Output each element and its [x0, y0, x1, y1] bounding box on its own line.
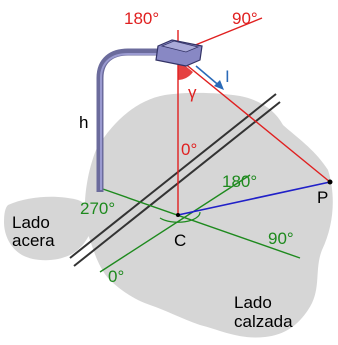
angle-arc-c-blue [187, 209, 197, 214]
label-ground-90: 90° [268, 229, 294, 248]
label-top-90: 90° [232, 9, 258, 28]
intensity-arrowhead [214, 80, 224, 90]
ground-area-left [4, 196, 94, 261]
label-ground-0: 0° [108, 267, 124, 286]
curb-line-2 [73, 101, 281, 267]
angle-arc-c [159, 211, 201, 223]
label-point-c: C [174, 231, 186, 250]
line-c-to-p [177, 181, 331, 216]
curb-line-1 [69, 93, 277, 259]
label-side-left-1: Lado [12, 213, 50, 232]
label-top-180: 180° [124, 9, 159, 28]
label-zero-red: 0° [181, 140, 197, 159]
luminaire-top [160, 40, 200, 53]
label-ground-270: 270° [80, 199, 115, 218]
label-height: h [79, 113, 88, 132]
label-side-left-2: acera [12, 231, 55, 250]
point-p-marker [327, 179, 333, 185]
label-ground-180: 180° [222, 172, 257, 191]
ray-to-p [177, 57, 331, 183]
ground-axis-0-180 [99, 174, 251, 273]
label-side-right-2: calzada [234, 312, 293, 331]
ground-area [84, 92, 333, 338]
label-side-right-1: Lado [234, 293, 272, 312]
label-gamma: γ [188, 83, 197, 102]
label-point-p: P [317, 188, 328, 207]
label-intensity: I [225, 67, 230, 86]
ground-axis-270-90 [99, 187, 301, 259]
lamp-pole-highlight [100, 53, 160, 190]
point-c-marker [176, 213, 180, 217]
